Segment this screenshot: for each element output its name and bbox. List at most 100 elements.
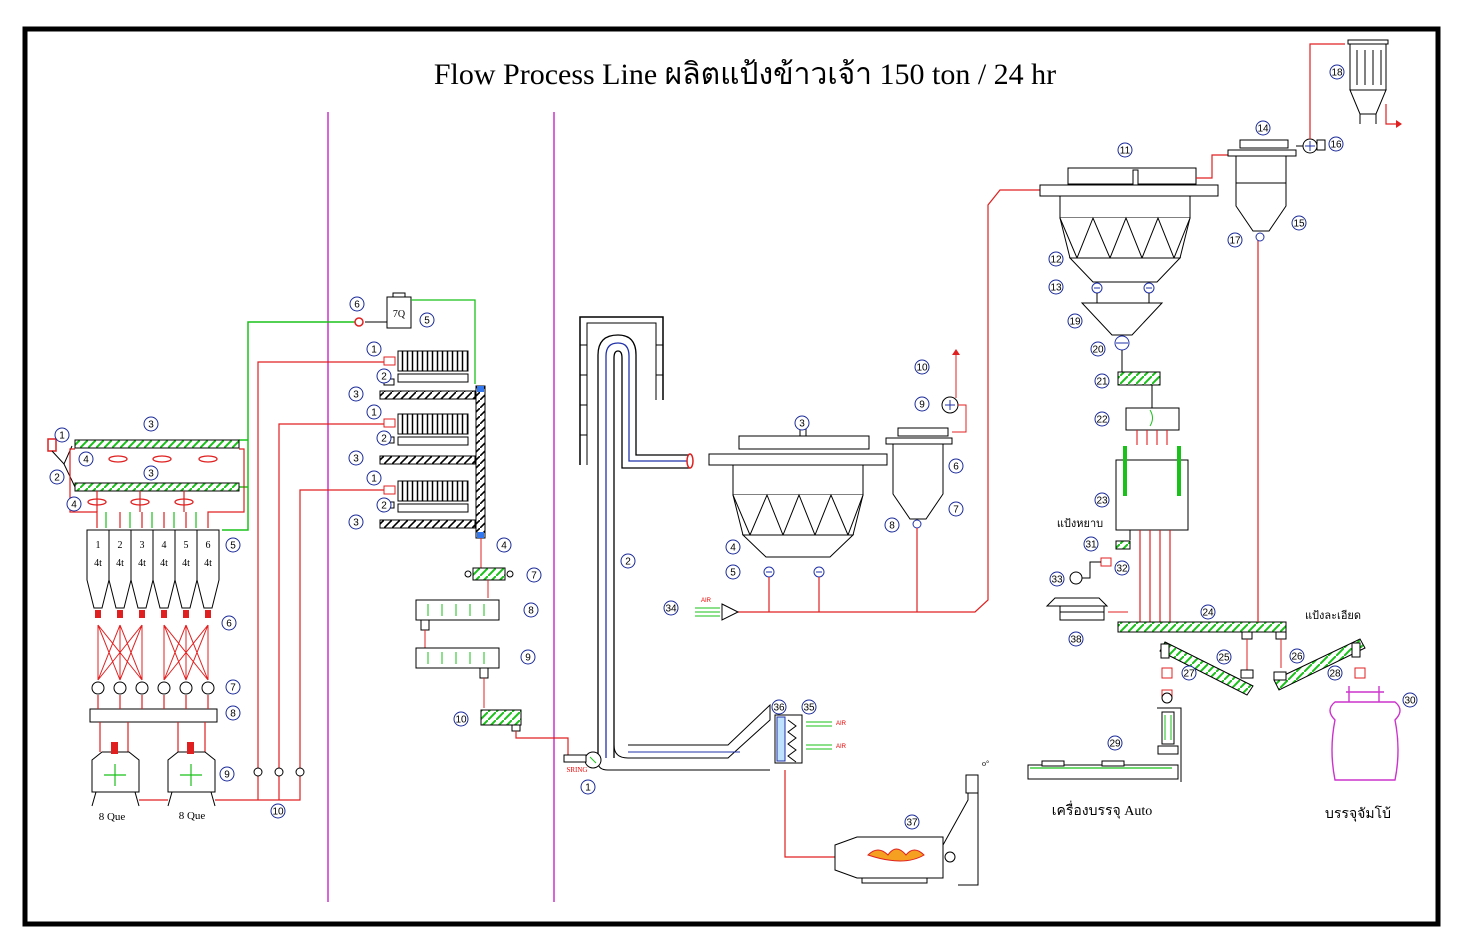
border-frame bbox=[22, 26, 1441, 927]
number-badge: 2 bbox=[54, 473, 60, 484]
number-badge: 4 bbox=[501, 541, 507, 552]
que-label: 8 Que bbox=[179, 810, 206, 822]
number-badge: 24 bbox=[1202, 608, 1214, 619]
svg-text:o°: o° bbox=[982, 759, 989, 768]
number-badge: 30 bbox=[1404, 696, 1416, 707]
number-badge-circle bbox=[948, 458, 964, 474]
que-label: 8 Que bbox=[99, 811, 126, 823]
number-badge: 7 bbox=[230, 683, 236, 694]
number-badge: 7 bbox=[531, 571, 537, 582]
number-badge-circle bbox=[348, 514, 364, 530]
number-badge-circle bbox=[453, 711, 469, 727]
number-badge-circle bbox=[1090, 341, 1106, 357]
number-badge: 3 bbox=[799, 419, 805, 430]
tank-capacity: 4t bbox=[94, 558, 102, 569]
number-badge-circle bbox=[1289, 648, 1305, 664]
number-badge-circle bbox=[366, 341, 382, 357]
number-badge: 25 bbox=[1218, 653, 1230, 664]
number-badge: 21 bbox=[1096, 377, 1108, 388]
number-badge: 19 bbox=[1069, 317, 1081, 328]
number-badge-circle bbox=[948, 501, 964, 517]
number-badge: 3 bbox=[148, 469, 154, 480]
number-badge: 10 bbox=[272, 807, 284, 818]
number-badge-circle bbox=[725, 539, 741, 555]
number-badge: 11 bbox=[1120, 146, 1131, 157]
number-badge-circle bbox=[66, 496, 82, 512]
tank-number: 2 bbox=[118, 540, 123, 551]
auto-pack-label: เครื่องบรรจุ Auto bbox=[1052, 801, 1153, 819]
number-badge-circle bbox=[49, 469, 65, 485]
number-badge: 15 bbox=[1293, 219, 1305, 230]
number-badge: 17 bbox=[1229, 236, 1241, 247]
number-badge-circle bbox=[143, 416, 159, 432]
section-1-soaking: 1 2 3 4 5 6 4t 4t 4t 4t 4t 4t bbox=[47, 321, 384, 823]
number-badge: 4 bbox=[71, 500, 77, 511]
number-badge: 5 bbox=[424, 316, 430, 327]
soaking-tanks bbox=[86, 529, 220, 609]
section-3-flash-dryer: SRING AIR AIR o° bbox=[563, 189, 1040, 886]
number-badge: 6 bbox=[354, 300, 360, 311]
number-badge-circle bbox=[520, 649, 536, 665]
number-badge-circle bbox=[1227, 232, 1243, 248]
number-badge-circle bbox=[663, 600, 679, 616]
number-badge: 9 bbox=[224, 770, 230, 781]
number-badge: 9 bbox=[525, 653, 531, 664]
number-badge: 38 bbox=[1070, 635, 1082, 646]
tank-capacity: 4t bbox=[138, 558, 146, 569]
number-badge-circle bbox=[419, 312, 435, 328]
number-badge: 2 bbox=[381, 372, 387, 383]
number-badge-circle bbox=[1255, 120, 1271, 136]
number-badge-circle bbox=[1067, 313, 1083, 329]
grinder-set bbox=[379, 480, 476, 529]
number-badge-circle bbox=[771, 699, 787, 715]
collection-header bbox=[89, 708, 218, 723]
fine-flour-label: แป้งละเอียด bbox=[1305, 609, 1361, 622]
number-badge: 20 bbox=[1092, 345, 1104, 356]
water-tank bbox=[386, 296, 412, 329]
number-badge-circle bbox=[1291, 215, 1307, 231]
number-badge-circle bbox=[1328, 136, 1344, 152]
packing-conveyor bbox=[1027, 764, 1179, 780]
number-badge: 3 bbox=[148, 420, 154, 431]
number-badge: 3 bbox=[353, 454, 359, 465]
water-tank-label: 7Q bbox=[393, 309, 406, 320]
number-badge: 12 bbox=[1050, 255, 1062, 266]
number-badge: 14 bbox=[1257, 124, 1269, 135]
number-badge-circle bbox=[914, 396, 930, 412]
number-badge-circle bbox=[348, 386, 364, 402]
screw-conveyor-top bbox=[74, 439, 240, 449]
number-badge: 32 bbox=[1116, 564, 1128, 575]
tank-capacity: 4t bbox=[160, 558, 168, 569]
air-label: AIR bbox=[701, 598, 712, 604]
air-label: AIR bbox=[836, 744, 847, 750]
number-badge-circle bbox=[801, 699, 817, 715]
tank-number: 6 bbox=[206, 540, 211, 551]
number-badge-circle bbox=[366, 404, 382, 420]
number-badge-circle bbox=[1402, 692, 1418, 708]
jumbo-pack-label: บรรจุจัมโบ้ bbox=[1325, 805, 1391, 822]
number-badge: 34 bbox=[665, 604, 677, 615]
number-badge: 1 bbox=[59, 431, 65, 442]
number-badge: 3 bbox=[353, 390, 359, 401]
number-badge: 13 bbox=[1050, 283, 1062, 294]
number-badge: 29 bbox=[1109, 739, 1121, 750]
collector-screw bbox=[475, 385, 486, 539]
number-badge-circle bbox=[496, 537, 512, 553]
number-badge-circle bbox=[225, 679, 241, 695]
coarse-flour-label: แป้งหยาบ bbox=[1057, 518, 1103, 530]
diagram-title: Flow Process Line ผลิตแป้งข้าวเจ้า 150 t… bbox=[434, 58, 1056, 91]
number-badge: 1 bbox=[371, 345, 377, 356]
number-badge-circle bbox=[225, 537, 241, 553]
number-badge-circle bbox=[1048, 251, 1064, 267]
number-badge: 18 bbox=[1331, 68, 1343, 79]
tank-capacity: 4t bbox=[204, 558, 212, 569]
number-badge-circle bbox=[1114, 560, 1130, 576]
number-badge-circle bbox=[1048, 279, 1064, 295]
number-badge: 27 bbox=[1183, 669, 1195, 680]
number-badge-circle bbox=[270, 803, 286, 819]
number-badge-circle bbox=[1216, 649, 1232, 665]
number-badge-circle bbox=[1181, 665, 1197, 681]
number-badge: 3 bbox=[353, 518, 359, 529]
number-badge: 23 bbox=[1096, 496, 1108, 507]
number-badge-circle bbox=[580, 779, 596, 795]
